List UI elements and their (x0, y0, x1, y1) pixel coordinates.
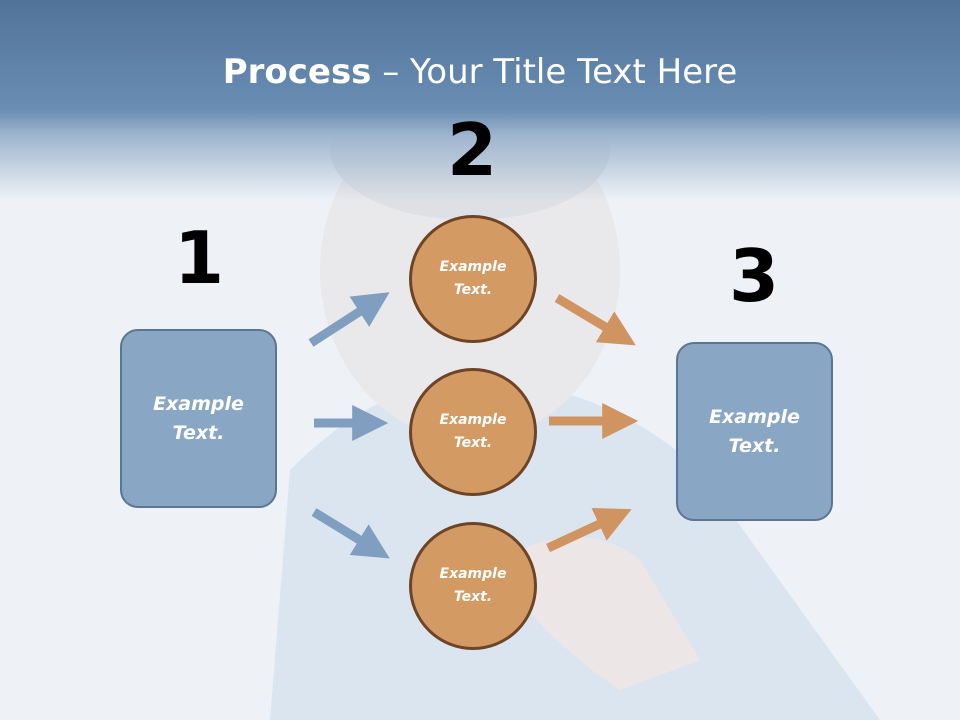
step-number-1: 1 (173, 216, 225, 300)
title-rest: – Your Title Text Here (371, 52, 738, 92)
title-bold: Process (222, 52, 372, 92)
header-band (0, 0, 960, 200)
slide-title: Process – Your Title Text Here (0, 52, 960, 92)
step-number-3: 3 (728, 234, 780, 318)
step-number-2: 2 (446, 108, 498, 192)
